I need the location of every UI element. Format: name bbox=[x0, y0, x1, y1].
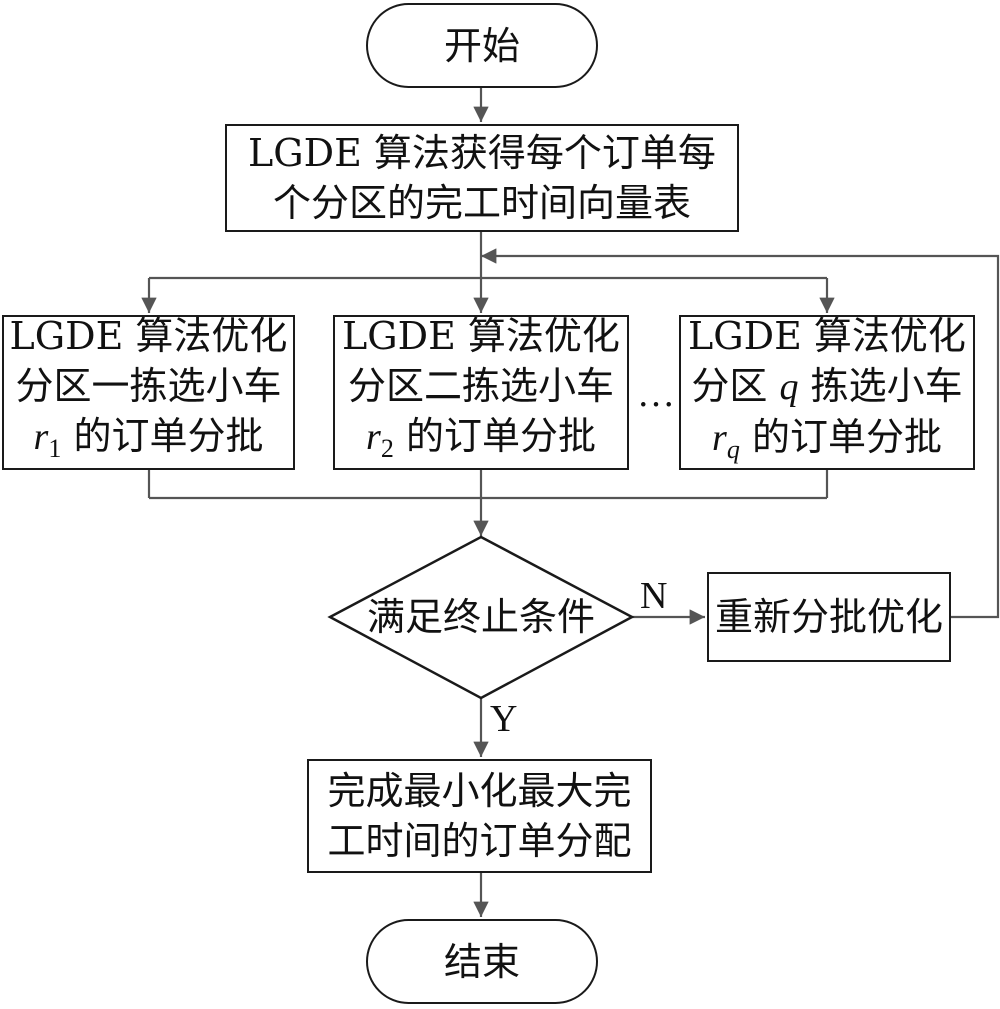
zoneq-var: r bbox=[712, 416, 727, 459]
zoneq-line-2: 分区 q 拣选小车 bbox=[691, 361, 962, 412]
zoneq-line-2-post: 拣选小车 bbox=[798, 363, 963, 408]
zone1-line-2: 分区一拣选小车 bbox=[15, 364, 282, 408]
zone1-line-3: r1 的订单分批 bbox=[34, 411, 264, 474]
zone1-sub: 1 bbox=[48, 434, 62, 463]
zone2-sub: 2 bbox=[380, 434, 394, 463]
zone1-line-1: LGDE 算法优化 bbox=[9, 314, 288, 358]
zone2-line-3: r2 的订单分批 bbox=[366, 411, 596, 474]
finish-line-1: 完成最小化最大完 bbox=[327, 769, 632, 813]
zone2-line-2: 分区二拣选小车 bbox=[347, 364, 614, 408]
zoneq-line-1: LGDE 算法优化 bbox=[688, 313, 966, 358]
zone2-line-1: LGDE 算法优化 bbox=[342, 314, 620, 358]
ellipsis-label: … bbox=[637, 373, 675, 415]
decision-diamond bbox=[327, 535, 635, 700]
rebatch-label: 重新分批优化 bbox=[714, 595, 943, 639]
zoneq-line-3: rq 的订单分批 bbox=[712, 412, 942, 475]
finish-line-2: 工时间的订单分配 bbox=[327, 819, 632, 863]
decision-label: 满足终止条件 bbox=[366, 595, 595, 639]
compute-node: LGDE 算法获得每个订单每 个分区的完工时间向量表 bbox=[225, 124, 739, 232]
compute-line-1: LGDE 算法获得每个订单每 bbox=[248, 131, 716, 175]
end-node: 结束 bbox=[366, 919, 598, 1004]
zoneq-tail: 的订单分批 bbox=[751, 414, 942, 459]
start-node: 开始 bbox=[366, 3, 598, 88]
zone2-var: r bbox=[366, 416, 381, 458]
zone1-node: LGDE 算法优化 分区一拣选小车 r1 的订单分批 bbox=[2, 314, 295, 470]
start-label: 开始 bbox=[443, 23, 520, 68]
yes-label: Y bbox=[490, 698, 518, 740]
rebatch-node: 重新分批优化 bbox=[707, 572, 951, 662]
edge-rebatch-loop bbox=[481, 248, 1000, 619]
zoneq-sub: q bbox=[726, 434, 740, 464]
zoneq-line-2-var: q bbox=[779, 365, 799, 408]
finish-node: 完成最小化最大完 工时间的订单分配 bbox=[307, 759, 652, 873]
compute-line-2: 个分区的完工时间向量表 bbox=[272, 181, 691, 225]
zone1-var: r bbox=[33, 416, 49, 458]
zone2-node: LGDE 算法优化 分区二拣选小车 r2 的订单分批 bbox=[333, 314, 629, 470]
zoneq-node: LGDE 算法优化 分区 q 拣选小车 rq 的订单分批 bbox=[679, 314, 975, 470]
zone2-tail: 的订单分批 bbox=[405, 414, 596, 458]
end-label: 结束 bbox=[443, 939, 520, 984]
no-label: N bbox=[640, 575, 668, 617]
zone1-tail: 的订单分批 bbox=[73, 414, 264, 458]
zoneq-line-2-pre: 分区 bbox=[691, 363, 780, 408]
